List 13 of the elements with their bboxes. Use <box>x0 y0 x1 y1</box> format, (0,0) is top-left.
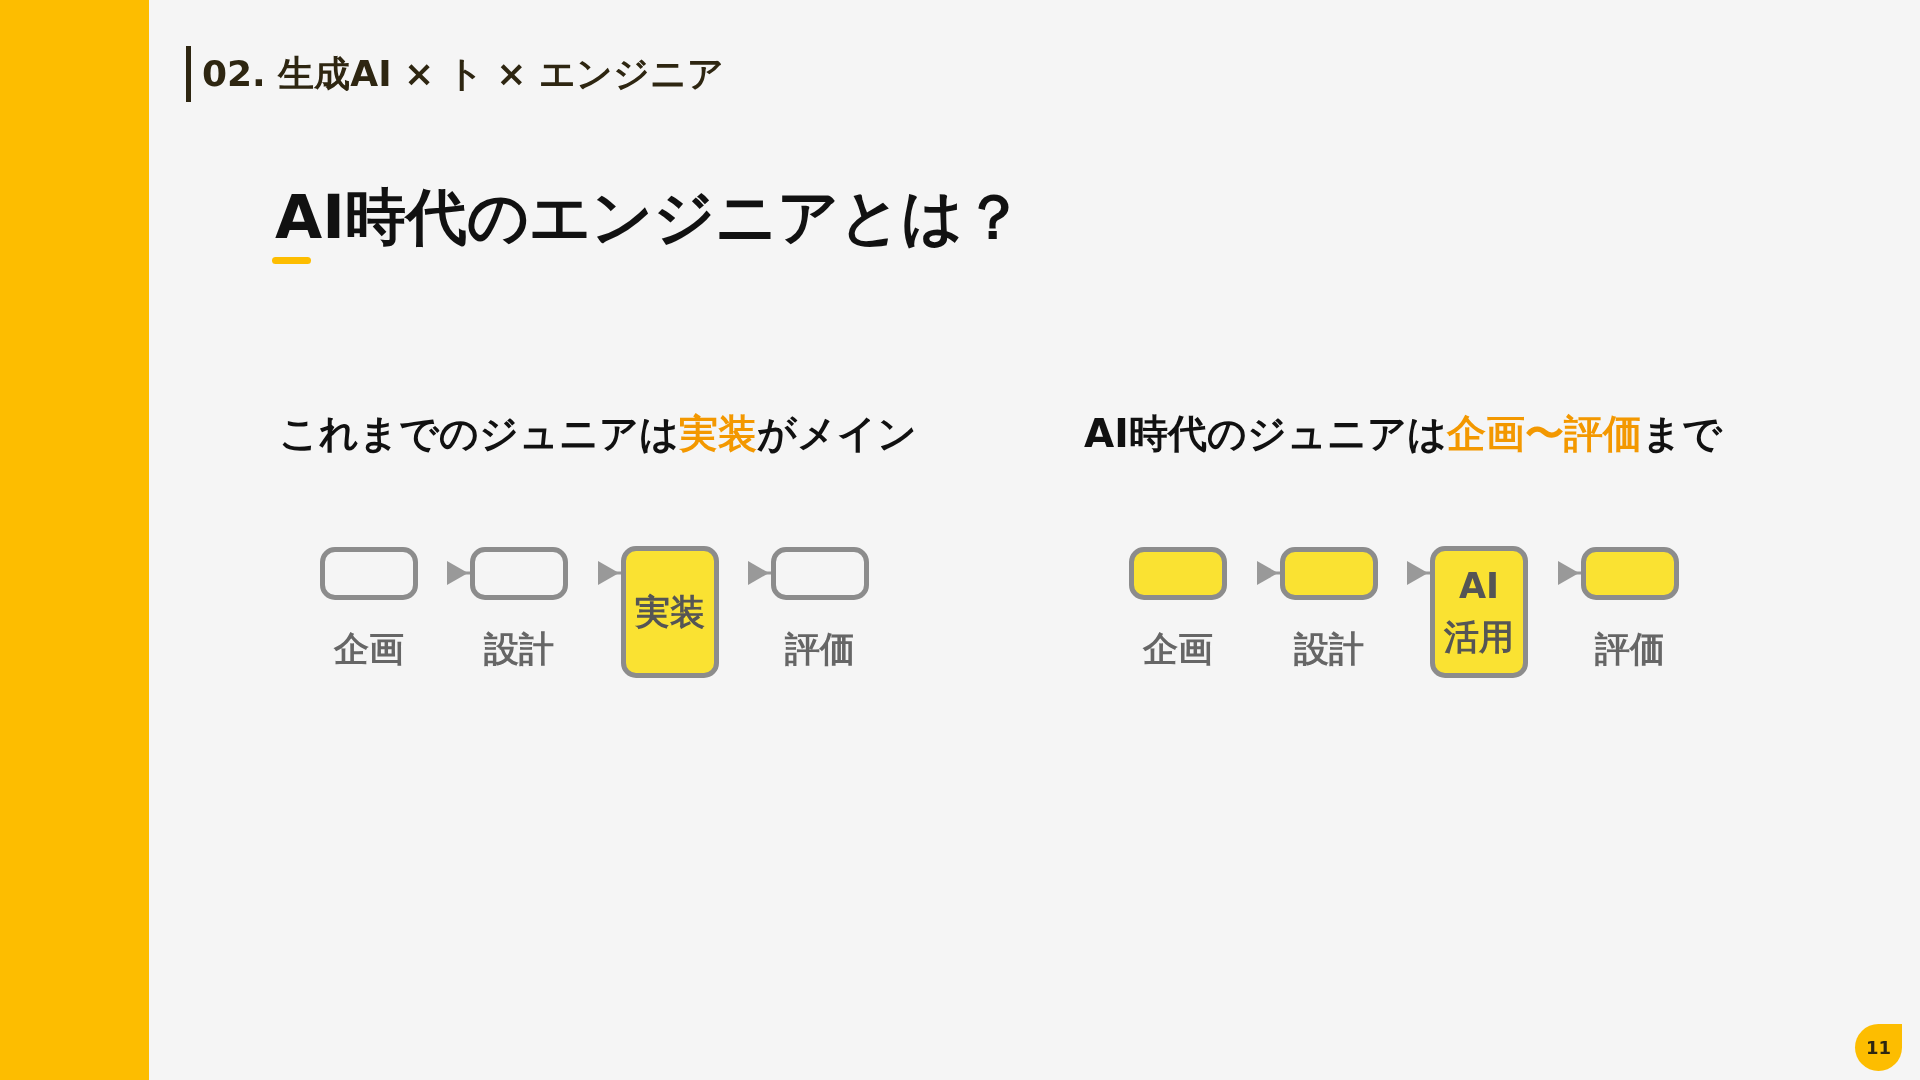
step-label: 設計 <box>1294 628 1364 671</box>
step-label: 企画 <box>334 628 404 671</box>
step-label: 評価 <box>1595 628 1665 671</box>
step-label: 企画 <box>1143 628 1213 671</box>
subtitle: これまでのジュニアは実装がメイン <box>279 411 917 458</box>
step-label: 設計 <box>484 628 554 671</box>
step-label: 評価 <box>785 628 855 671</box>
step-label: 実装 <box>635 590 705 634</box>
slide-title: AI時代のエンジニアとは？ <box>275 180 1024 254</box>
section-label: 02. 生成AI × ト × エンジニア <box>202 52 725 96</box>
step-label: AI 活用 <box>1443 565 1515 659</box>
subtitle: AI時代のジュニアは企画〜評価まで <box>1084 411 1722 458</box>
page-number: 11 <box>1855 1024 1902 1071</box>
